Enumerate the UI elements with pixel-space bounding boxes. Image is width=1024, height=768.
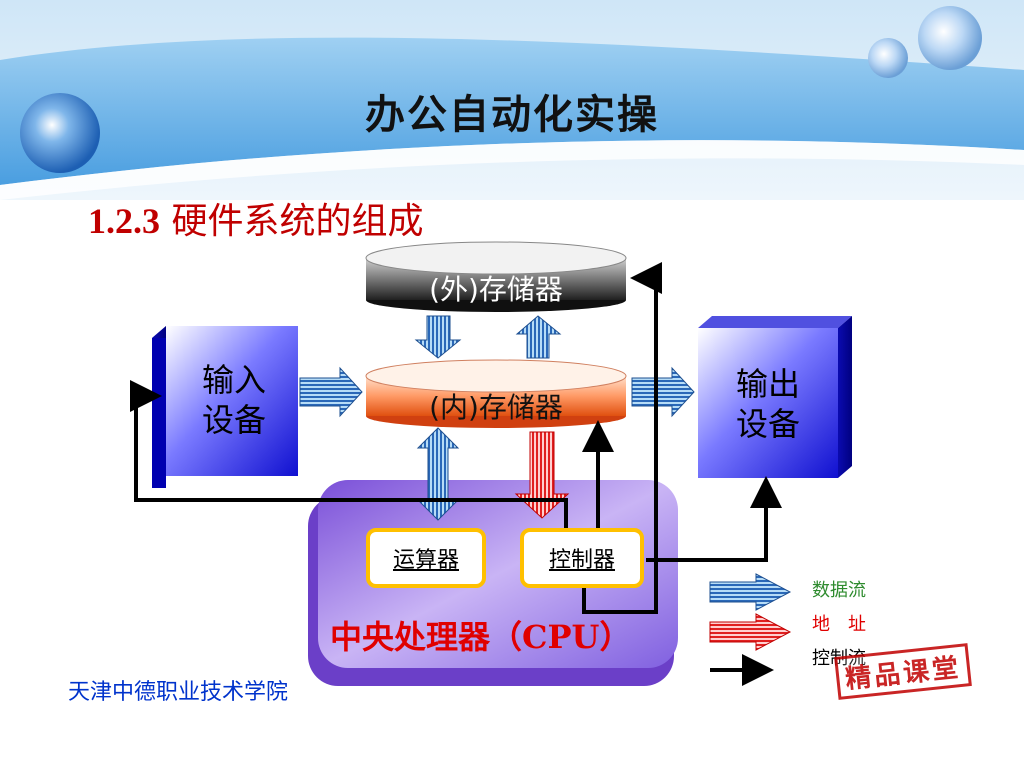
output-device-line1: 输出: [735, 365, 800, 403]
external-storage-label: (外)存储器: [429, 273, 563, 306]
cpu-box: [318, 480, 678, 668]
legend-data-label: 数据流: [812, 580, 866, 601]
section-number: 1.2.3: [88, 201, 160, 241]
bubble-decoration: [20, 93, 100, 173]
output-device-box: [698, 328, 838, 478]
legend-address-arrow: [709, 613, 792, 651]
slide-title: 办公自动化实操: [365, 92, 659, 138]
input-device-line2: 设备: [201, 401, 266, 439]
input-device-label: 输入 设备: [170, 360, 298, 440]
legend-data-arrow: [709, 573, 792, 611]
legend-address-label: 地 址: [812, 614, 866, 635]
section-title: 1.2.3 硬件系统的组成: [88, 192, 423, 244]
output-device-line2: 设备: [735, 405, 800, 443]
cpu-label: 中央处理器（CPU）: [330, 618, 632, 656]
controller-box: 控制器: [520, 528, 644, 588]
section-name: 硬件系统的组成: [171, 201, 424, 242]
alu-box: 运算器: [366, 528, 486, 588]
legend-control-label: 控制流: [812, 648, 866, 669]
output-device-label: 输出 设备: [700, 364, 836, 444]
footer-institution: 天津中德职业技术学院: [68, 680, 289, 705]
input-device-line1: 输入: [201, 361, 266, 399]
internal-storage-label: (内)存储器: [429, 391, 563, 424]
input-device-box: [166, 326, 298, 476]
